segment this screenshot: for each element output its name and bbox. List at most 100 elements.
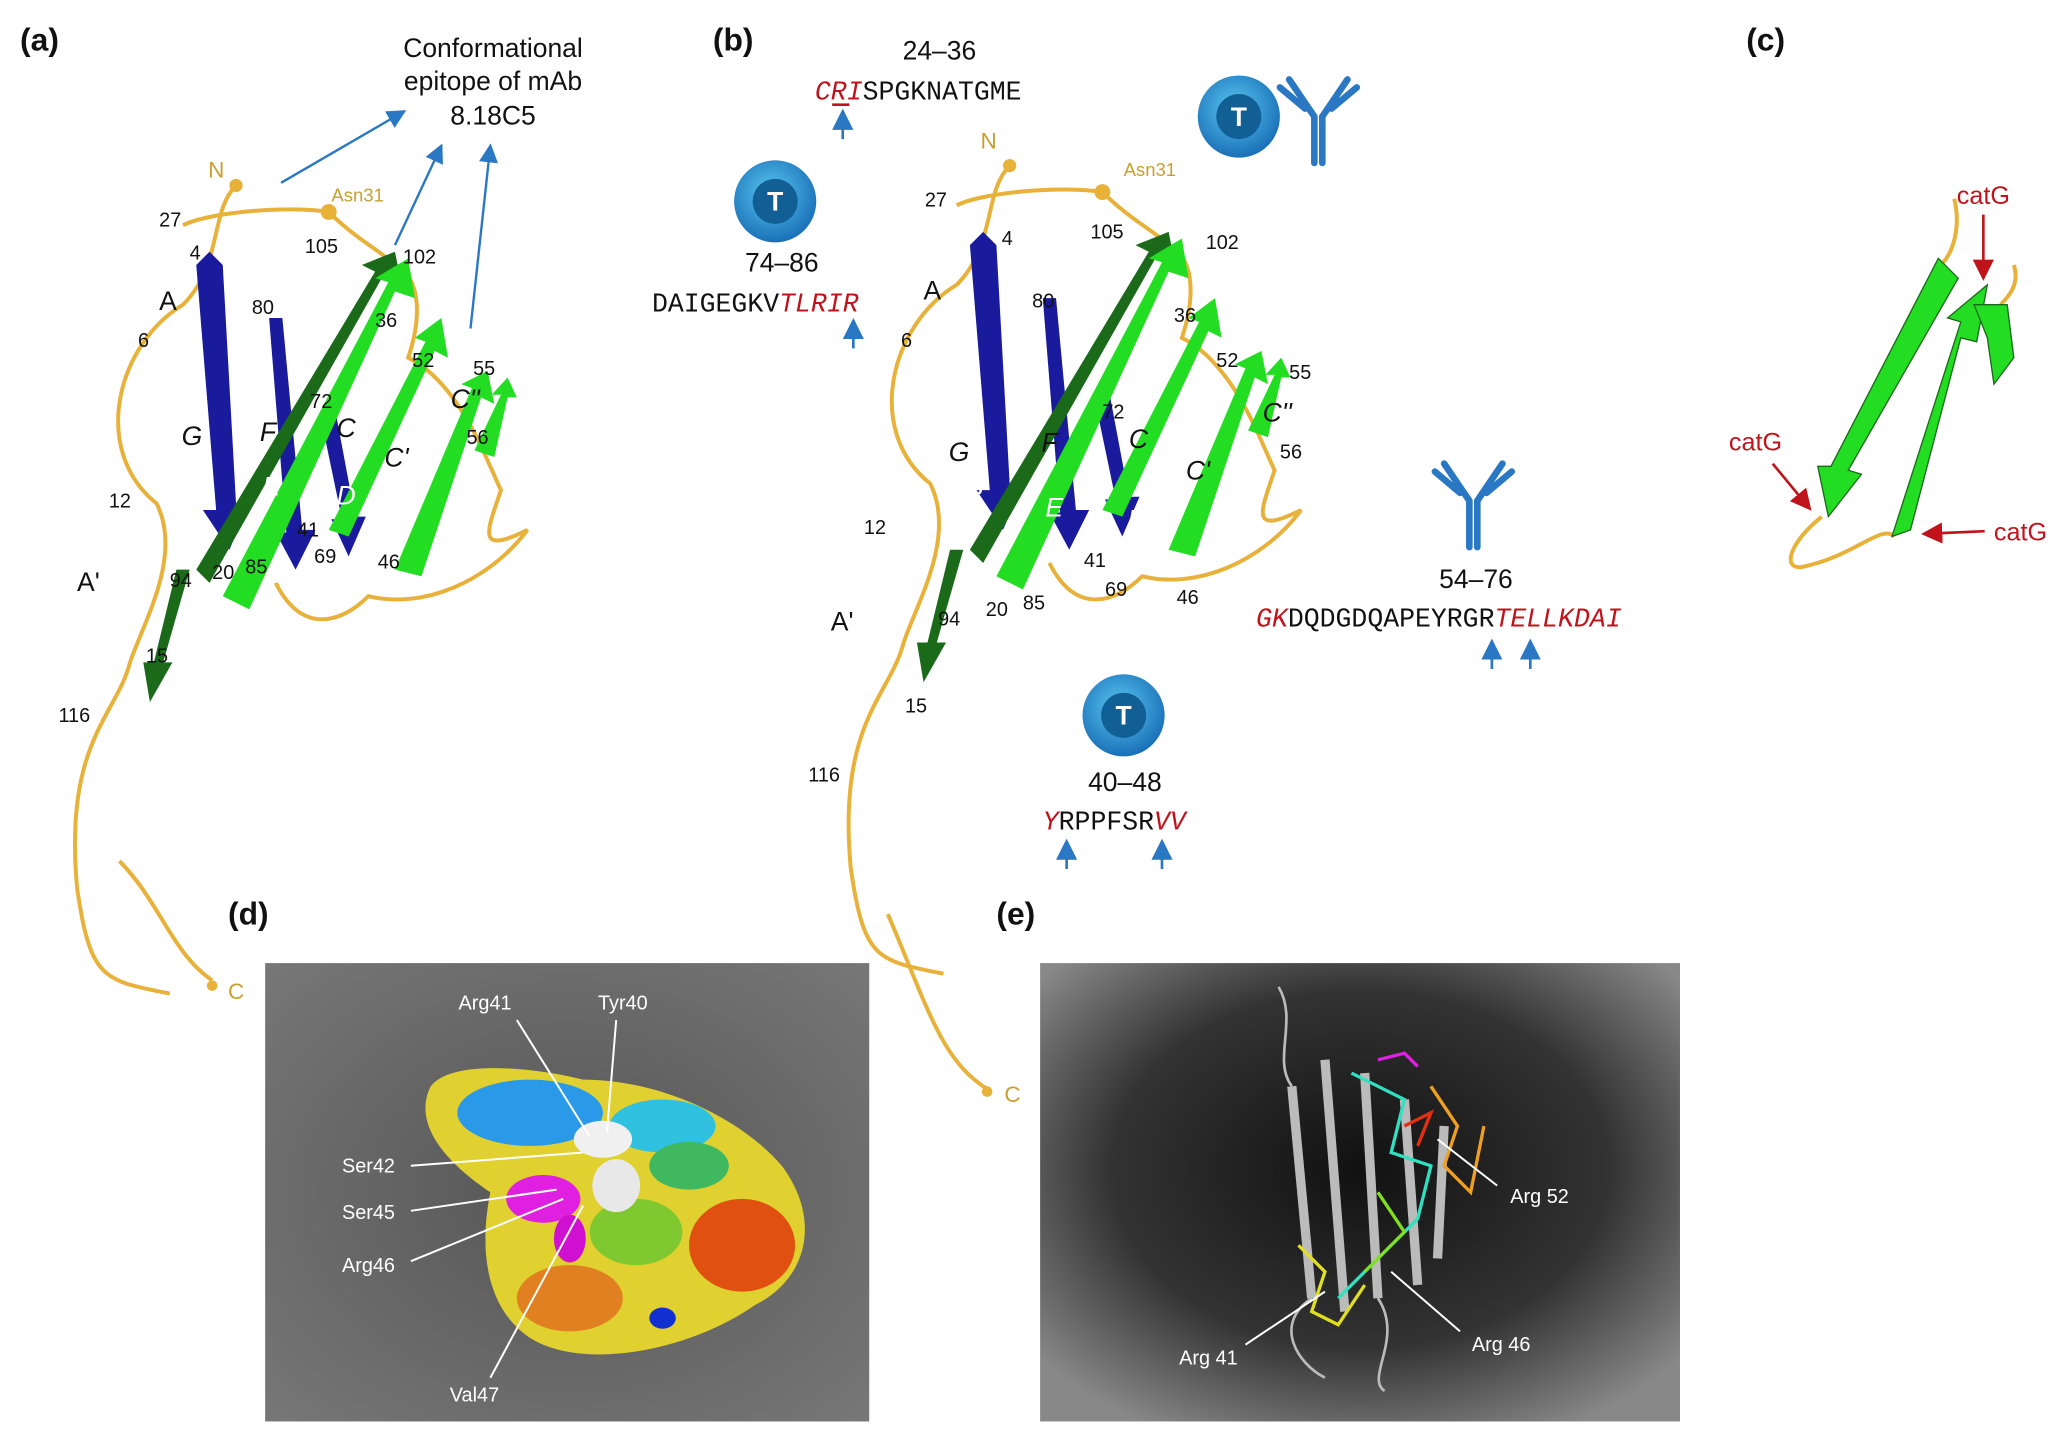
svg-text:C': C' (384, 442, 409, 472)
epitope-note-line1: Conformational (403, 33, 583, 63)
svg-text:E: E (1045, 493, 1063, 523)
t-cell-icon (734, 160, 817, 243)
svg-text:D: D (1128, 505, 1147, 535)
molecular-surface (425, 1068, 805, 1355)
svg-text:C: C (337, 413, 357, 443)
epitope-seq-40-48: YRPPFSRVV (1043, 807, 1188, 837)
svg-text:Arg 52: Arg 52 (1510, 1186, 1569, 1208)
svg-text:56: 56 (1280, 441, 1302, 463)
t-cell-icon (1197, 75, 1280, 158)
svg-text:A: A (924, 275, 942, 305)
svg-text:41: 41 (1084, 550, 1106, 572)
svg-text:12: 12 (864, 517, 886, 539)
protein-ribbon-b (846, 156, 1304, 976)
svg-text:D: D (337, 481, 356, 511)
epitope-note-line2: epitope of mAb (404, 66, 582, 96)
epitope-range-54-76: 54–76 (1439, 564, 1513, 594)
svg-text:4: 4 (1002, 228, 1013, 250)
catg-label: catG (1957, 182, 2010, 210)
panel-label-c: (c) (1746, 21, 1785, 57)
panel-label-d: (d) (228, 896, 269, 932)
epitope-seq-24-36: CRISPGKNATGME (815, 77, 1022, 107)
svg-text:6: 6 (901, 330, 912, 352)
svg-text:55: 55 (473, 358, 495, 380)
svg-text:C: C (1004, 1082, 1020, 1107)
t-cell-icon (1082, 674, 1165, 757)
svg-text:4: 4 (190, 243, 201, 265)
svg-text:56: 56 (467, 427, 489, 449)
svg-text:105: 105 (305, 236, 338, 258)
svg-text:C'': C'' (1263, 397, 1293, 427)
antibody-icon (1280, 79, 1357, 162)
svg-text:69: 69 (314, 546, 336, 568)
svg-text:52: 52 (412, 350, 434, 372)
svg-text:A': A' (77, 567, 100, 597)
svg-text:52: 52 (1216, 350, 1238, 372)
svg-text:69: 69 (1105, 579, 1127, 601)
svg-text:85: 85 (1023, 592, 1045, 614)
svg-text:Asn31: Asn31 (1124, 159, 1177, 180)
svg-text:80: 80 (1032, 290, 1054, 312)
svg-text:Arg41: Arg41 (459, 992, 512, 1014)
catg-label: catG (1729, 428, 1782, 456)
panel-a: Conformational epitope of mAb 8.18C5 N A… (58, 33, 582, 1004)
panel-b: N Asn31 C A A' G F C C' C'' B E D 27 4 1… (652, 36, 1622, 1108)
antibody-icon (1435, 464, 1512, 547)
svg-text:Arg46: Arg46 (342, 1255, 395, 1277)
svg-text:6: 6 (138, 330, 149, 352)
svg-text:C: C (228, 979, 244, 1004)
svg-text:116: 116 (808, 765, 840, 787)
epitope-range-74-86: 74–86 (745, 248, 819, 278)
svg-text:41: 41 (297, 520, 319, 542)
svg-text:E: E (262, 471, 280, 501)
svg-text:B: B (966, 471, 984, 501)
svg-text:36: 36 (375, 310, 397, 332)
svg-text:Tyr40: Tyr40 (598, 992, 648, 1014)
svg-text:Ser42: Ser42 (342, 1155, 395, 1177)
epitope-seq-54-76: GKDQDGDQAPEYRGRTELLKDAI (1256, 605, 1622, 635)
svg-text:102: 102 (403, 247, 436, 269)
panel-c: catG catG catG (1729, 182, 2047, 569)
panel-label-e: (e) (996, 896, 1035, 932)
svg-text:G: G (182, 421, 203, 451)
svg-text:72: 72 (1102, 402, 1124, 424)
epitope-range-40-48: 40–48 (1088, 767, 1162, 797)
svg-text:12: 12 (109, 490, 131, 512)
catg-label: catG (1994, 518, 2047, 546)
svg-text:20: 20 (212, 562, 234, 584)
panel-d: Arg41 Tyr40 Ser42 Ser45 Arg46 Val47 (265, 963, 870, 1422)
svg-text:Arg 41: Arg 41 (1179, 1347, 1238, 1369)
svg-text:Arg 46: Arg 46 (1472, 1334, 1531, 1356)
svg-text:36: 36 (1174, 305, 1196, 327)
svg-text:15: 15 (146, 645, 168, 667)
panel-e: Arg 52 Arg 46 Arg 41 (1040, 963, 1680, 1422)
svg-text:Ser45: Ser45 (342, 1202, 395, 1224)
residue-numbers-a: 27 4 105 102 80 36 6 52 55 72 56 12 41 6… (58, 210, 495, 727)
svg-text:G: G (949, 437, 970, 467)
svg-text:Val47: Val47 (450, 1385, 499, 1407)
svg-text:Asn31: Asn31 (331, 184, 384, 205)
svg-text:N: N (981, 128, 997, 153)
svg-text:46: 46 (1177, 587, 1199, 609)
residue-numbers-b: 27 4 105 102 80 36 6 52 55 72 56 12 41 6… (808, 190, 1311, 787)
panel-label-a: (a) (20, 21, 59, 57)
svg-text:80: 80 (252, 297, 274, 319)
svg-text:C'': C'' (451, 384, 481, 414)
protein-ribbon-a (72, 176, 530, 996)
svg-text:27: 27 (159, 210, 181, 232)
ligand-sticks (1297, 1051, 1486, 1327)
svg-text:85: 85 (245, 557, 267, 579)
svg-text:C: C (1129, 424, 1149, 454)
epitope-range-24-36: 24–36 (903, 36, 977, 66)
epitope-seq-74-86: DAIGEGKVTLRIR (652, 289, 859, 319)
svg-text:20: 20 (986, 599, 1008, 621)
svg-text:102: 102 (1206, 232, 1239, 254)
svg-text:94: 94 (170, 570, 192, 592)
svg-text:116: 116 (58, 705, 90, 727)
svg-text:55: 55 (1289, 362, 1311, 384)
svg-text:94: 94 (938, 608, 960, 630)
svg-text:F: F (1041, 428, 1059, 458)
svg-text:F: F (260, 417, 278, 447)
svg-text:C': C' (1186, 456, 1211, 486)
